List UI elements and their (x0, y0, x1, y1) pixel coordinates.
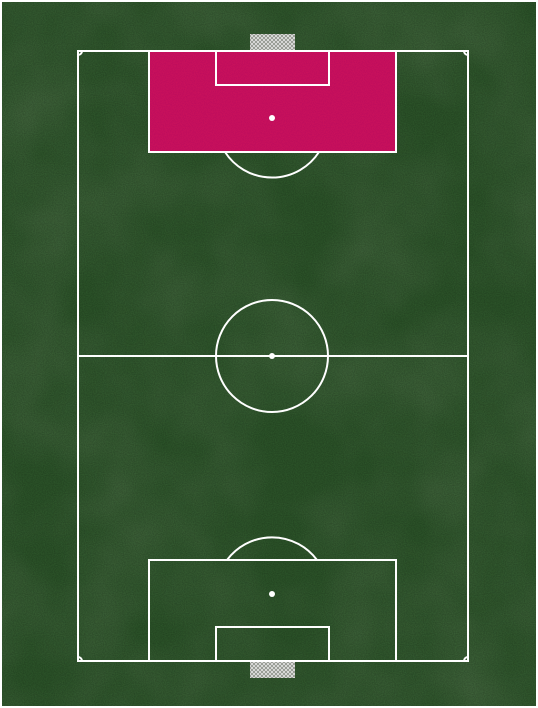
top-penalty-spot (269, 115, 275, 121)
highlighted-penalty-area[interactable] (149, 51, 396, 152)
top-goal-net (250, 34, 295, 51)
bottom-penalty-spot (269, 591, 275, 597)
center-spot (269, 353, 275, 359)
bottom-goal-net (250, 661, 295, 678)
